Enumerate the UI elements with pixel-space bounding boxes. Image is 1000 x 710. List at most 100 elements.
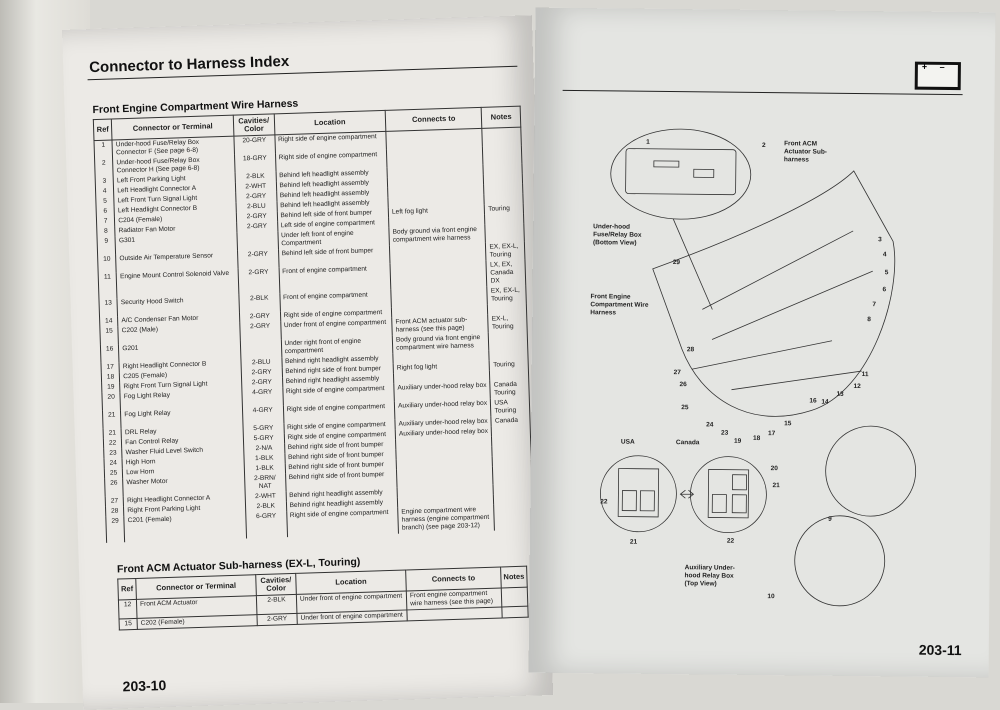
callout-number: 20 (770, 465, 778, 473)
callout-number: 4 (882, 251, 887, 259)
callout-number: 3 (878, 236, 882, 244)
header-cavities: Cavities/ Color (233, 113, 275, 137)
cell-cavities: 18-GRY (234, 153, 276, 173)
cell-notes: EX-L, Touring (488, 313, 528, 333)
cell-cavities: 2-GRY (237, 249, 279, 269)
cell-ref: 25 (104, 468, 123, 479)
cell-ref: 1 (93, 139, 113, 160)
page-title: Connector to Harness Index (88, 52, 290, 77)
label-aux-relay-box: Auxiliary Under-hood Relay Box (Top View… (684, 564, 735, 588)
cell-ref: 13 (98, 298, 118, 317)
header-notes: Notes (500, 566, 528, 588)
header-connects: Connects to (385, 107, 483, 132)
page-number-left: 203-10 (122, 677, 167, 695)
cell-ref: 11 (98, 272, 118, 299)
cell-ref: 22 (103, 438, 122, 449)
header-ref: Ref (93, 118, 113, 141)
label-acm-subharness: Front ACM Actuator Sub-harness (783, 140, 828, 164)
callout-number: 10 (767, 593, 775, 601)
callout-number: 21 (772, 482, 780, 490)
callout-number: 15 (784, 420, 792, 428)
engine-compartment-diagram (600, 128, 917, 607)
cell-ref: 27 (105, 496, 124, 507)
cell-cavities (240, 339, 282, 359)
cell-connector: C201 (Female) (124, 512, 247, 543)
cell-ref: 10 (97, 254, 117, 273)
left-page: Connector to Harness Index Front Engine … (62, 15, 554, 710)
callout-number: 16 (809, 397, 817, 405)
callout-number: 21 (629, 538, 638, 546)
cell-cavities: 2-BLK (238, 293, 280, 313)
cell-ref: 12 (118, 599, 138, 619)
callout-number: 7 (872, 301, 877, 309)
cell-cavities: 2-BLK (256, 594, 297, 615)
cell-notes (482, 145, 522, 165)
label-canada: Canada (675, 439, 700, 447)
cell-connects (406, 606, 503, 621)
cell-ref: 23 (103, 448, 123, 459)
cell-notes: EX, EX-L, Touring (485, 241, 525, 261)
callout-number: 18 (752, 434, 761, 442)
callout-number: 8 (867, 316, 871, 324)
callout-number: 27 (673, 369, 681, 377)
cell-cavities: 2-BRN/ NAT (244, 473, 286, 493)
cell-ref: 15 (99, 326, 119, 345)
callout-number: 11 (861, 371, 869, 379)
cell-ref: 2 (94, 158, 114, 178)
acm-subharness-table: Ref Connector or Terminal Cavities/ Colo… (117, 566, 529, 631)
cell-cavities: 4-GRY (241, 387, 283, 407)
cell-connects (390, 260, 488, 290)
cell-ref: 7 (96, 216, 115, 228)
cell-ref: 9 (97, 236, 116, 255)
cell-ref: 20 (101, 392, 121, 411)
cell-cavities: 20-GRY (233, 134, 275, 155)
cell-ref: 18 (101, 372, 120, 383)
label-usa: USA (620, 438, 635, 446)
callout-number: 22 (600, 498, 608, 506)
cell-ref: 6 (96, 206, 115, 218)
cell-connector: Engine Mount Control Solenoid Valve (116, 268, 239, 299)
cell-cavities: 2-GRY (256, 613, 298, 626)
cell-ref: 24 (103, 458, 123, 469)
callout-number: 5 (884, 269, 889, 277)
cell-ref: 14 (99, 316, 119, 327)
callout-number: 17 (768, 430, 776, 438)
cell-ref: 19 (101, 382, 121, 393)
cell-connector: C202 (Female) (137, 614, 258, 630)
cell-ref: 8 (96, 226, 116, 238)
cell-cavities (236, 231, 279, 251)
callout-number: 12 (853, 382, 861, 391)
cell-notes: LX, EX, Canada DX (486, 259, 526, 287)
callout-number: 26 (679, 381, 687, 389)
cell-notes (501, 587, 528, 607)
callout-number: 2 (762, 141, 766, 150)
cell-ref: 3 (95, 176, 114, 188)
cell-notes (482, 127, 522, 147)
callout-number: 24 (706, 421, 714, 429)
cell-location: Under front of engine compartment (296, 609, 408, 625)
cell-cavities: 2-GRY (238, 267, 280, 295)
label-wire-harness: Front Engine Compartment Wire Harness (590, 293, 649, 317)
cell-ref: 28 (105, 506, 125, 517)
cell-notes (485, 223, 525, 243)
callout-number: 9 (828, 515, 832, 523)
cell-notes: USA Touring (490, 397, 530, 417)
callout-number: 25 (681, 404, 689, 412)
callout-number: 19 (733, 437, 742, 445)
page-number-right: 203-11 (918, 641, 962, 659)
cell-notes (492, 465, 532, 485)
cell-ref: 26 (104, 478, 124, 497)
front-engine-harness-table: Ref Connector or Terminal Cavities/ Colo… (93, 106, 534, 543)
cell-ref: 5 (95, 196, 115, 208)
header-notes: Notes (481, 106, 521, 129)
cell-cavities: 2-GRY (239, 321, 281, 341)
cell-location: Right side of engine compartment (286, 507, 399, 538)
cell-notes (501, 606, 529, 618)
cell-notes (494, 503, 534, 531)
header-ref: Ref (117, 578, 137, 601)
cell-ref: 21 (103, 428, 122, 439)
cell-ref: 21 (102, 410, 122, 429)
cell-ref: 16 (100, 344, 120, 363)
cell-ref: 29 (105, 516, 125, 543)
cell-ref: 17 (100, 362, 120, 373)
